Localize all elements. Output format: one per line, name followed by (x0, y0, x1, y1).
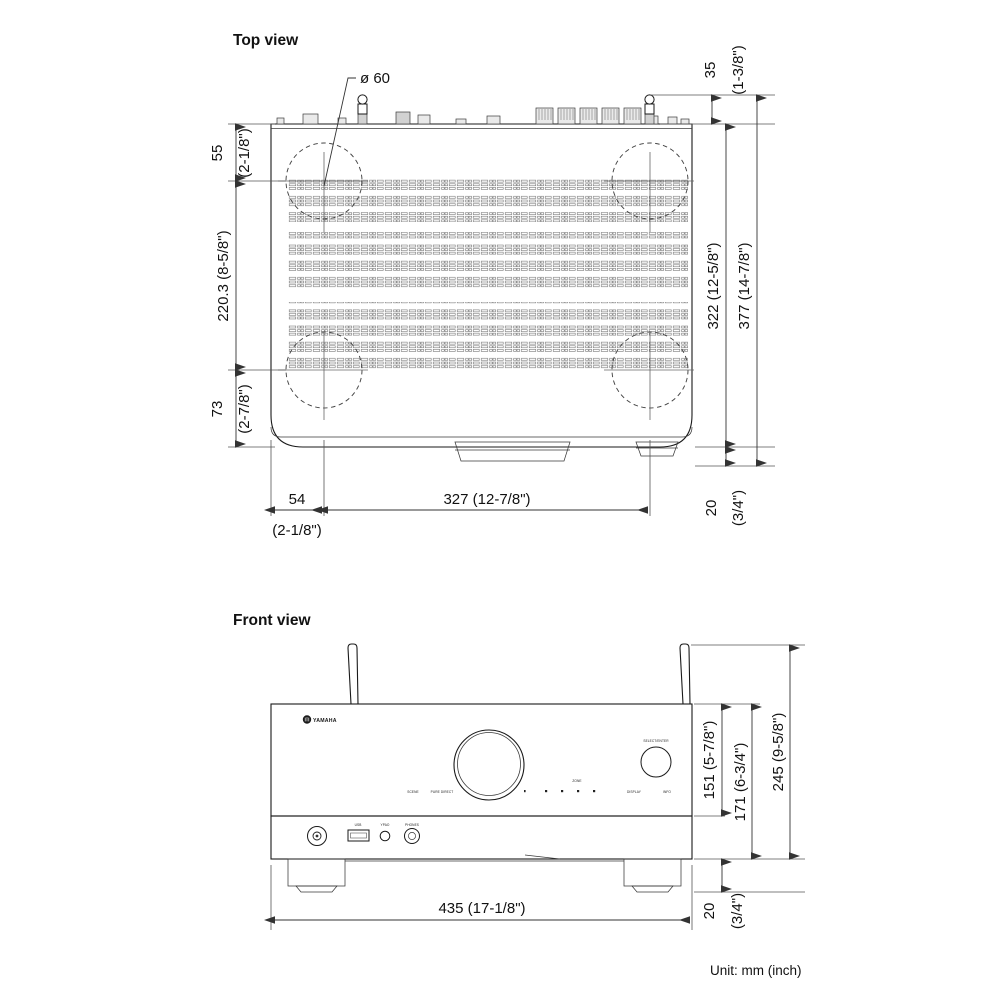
foot-left-pad (295, 885, 338, 893)
select-enter-knob-ring[interactable] (640, 746, 672, 778)
rear-jack (395, 111, 411, 125)
diameter-callout: ø 60 (323, 70, 390, 187)
button-label-info[interactable]: INFO (663, 790, 671, 794)
dim-245-value: 245 (9-5/8") (770, 713, 787, 792)
front-bevel-line (270, 426, 693, 438)
front-view-group: Front view YAMAHA (233, 612, 805, 930)
dim-54-value: 54 (289, 491, 306, 508)
rear-jack (667, 116, 678, 125)
top-view-bottom-dimensions: 54 (2-1/8") 327 (12-7/8") (264, 440, 651, 539)
dim-73-value: 73 (209, 401, 226, 418)
speaker-terminal (601, 107, 620, 125)
phones-jack-inner (408, 832, 416, 840)
top-view-group: Top view (209, 32, 775, 539)
dim-322-value: 322 (12-5/8") (705, 242, 722, 329)
dim-327-value: 327 (12-7/8") (443, 491, 530, 508)
select-enter-knob[interactable]: SELECT/ENTER (640, 739, 672, 778)
rear-jack (417, 114, 431, 125)
button-label-scene[interactable]: SCENE (407, 790, 418, 794)
dim-54-inch: (2-1/8") (272, 522, 322, 539)
foot-left (287, 858, 346, 887)
select-enter-label: SELECT/ENTER (643, 739, 669, 743)
unit-note: Unit: mm (inch) (710, 963, 802, 978)
ypao-label: YPAO (380, 823, 389, 827)
dim-55-value: 55 (209, 145, 226, 162)
indicator-dot[interactable] (545, 790, 548, 793)
button-label-zone[interactable]: ZONE (572, 779, 581, 783)
foot-centre (454, 441, 571, 462)
dim-20-top-value: 20 (703, 500, 720, 517)
front-view-bottom-dimensions: 435 (17-1/8") (264, 865, 693, 930)
antenna-left (357, 94, 368, 125)
dim-435-value: 435 (17-1/8") (438, 900, 525, 917)
top-view-right-dimensions: 35 (1-3/8") 322 (12-5/8") 377 (14-7/8") … (651, 45, 775, 526)
dim-20-front-value: 20 (701, 903, 718, 920)
front-lower-controls: USB YPAO PHONES (307, 823, 420, 846)
dim-20-top-inch: (3/4") (730, 490, 747, 526)
phones-label: PHONES (405, 823, 419, 827)
usb-port[interactable]: USB (347, 823, 370, 842)
front-feet (287, 854, 682, 893)
dim-55-inch: (2-1/8") (236, 128, 253, 178)
rear-jack (302, 113, 319, 125)
front-lower-panel (270, 815, 693, 860)
diameter-leader-line (323, 77, 356, 187)
mounting-hole-circles (278, 142, 694, 420)
phones-jack[interactable]: PHONES (404, 823, 420, 844)
front-view-heading: Front view (233, 612, 311, 629)
front-view-right-dimensions: 151 (5-7/8") 171 (6-3/4") 245 (9-5/8") 2… (691, 644, 805, 929)
ypao-jack-ring[interactable] (379, 830, 391, 842)
ventilation-grille (288, 178, 688, 370)
top-view-chassis (270, 123, 693, 448)
top-view-heading: Top view (233, 32, 299, 49)
indicator-dot[interactable] (524, 790, 526, 793)
dim-35-value: 35 (702, 62, 719, 79)
dim-20-front-inch: (3/4") (729, 893, 746, 929)
top-view-left-dimensions: 55 (2-1/8") 220.3 (8-5/8") 73 (2-7/8") (209, 123, 286, 448)
dim-171-value: 171 (6-3/4") (732, 743, 749, 822)
speaker-terminal (557, 107, 576, 125)
speaker-terminal (535, 107, 554, 125)
speaker-terminal (579, 107, 598, 125)
chassis-outline (270, 123, 693, 448)
rear-panel-connectors (276, 94, 690, 125)
dim-151-value: 151 (5-7/8") (701, 721, 718, 800)
volume-knob[interactable] (453, 729, 525, 801)
front-chassis (270, 703, 693, 860)
dim-377-value: 377 (14-7/8") (736, 242, 753, 329)
diameter-60-label: ø 60 (360, 70, 390, 87)
speaker-terminals (535, 107, 642, 125)
dim-220-value: 220.3 (8-5/8") (215, 230, 232, 321)
rear-jack (680, 118, 690, 125)
rear-jack (455, 118, 467, 125)
foot-right (635, 441, 679, 457)
top-view-feet (454, 441, 679, 462)
speaker-terminal (623, 107, 642, 125)
front-panel-button-row: SCENE PURE DIRECT ZONE DISPLAY INFO (407, 779, 671, 794)
rear-jack (276, 117, 285, 125)
brand-wordmark: YAMAHA (313, 718, 337, 724)
power-button[interactable] (307, 826, 327, 846)
ypao-jack[interactable]: YPAO (379, 823, 391, 842)
button-label-pure-direct[interactable]: PURE DIRECT (431, 790, 454, 794)
indicator-dot[interactable] (577, 790, 580, 793)
dim-35-inch: (1-3/8") (730, 45, 747, 95)
indicator-dot[interactable] (561, 790, 564, 793)
indicator-dot[interactable] (593, 790, 596, 793)
button-label-display[interactable]: DISPLAY (627, 790, 642, 794)
rear-jack (486, 115, 501, 125)
foot-right (623, 858, 682, 887)
volume-knob-inner[interactable] (457, 732, 521, 796)
usb-label: USB (355, 823, 362, 827)
power-icon (315, 834, 319, 838)
antenna-right (644, 94, 655, 125)
foot-right-pad (631, 885, 674, 893)
brand-logo: YAMAHA (302, 715, 337, 724)
usb-port-inner (350, 832, 367, 839)
dim-73-inch: (2-7/8") (236, 384, 253, 434)
